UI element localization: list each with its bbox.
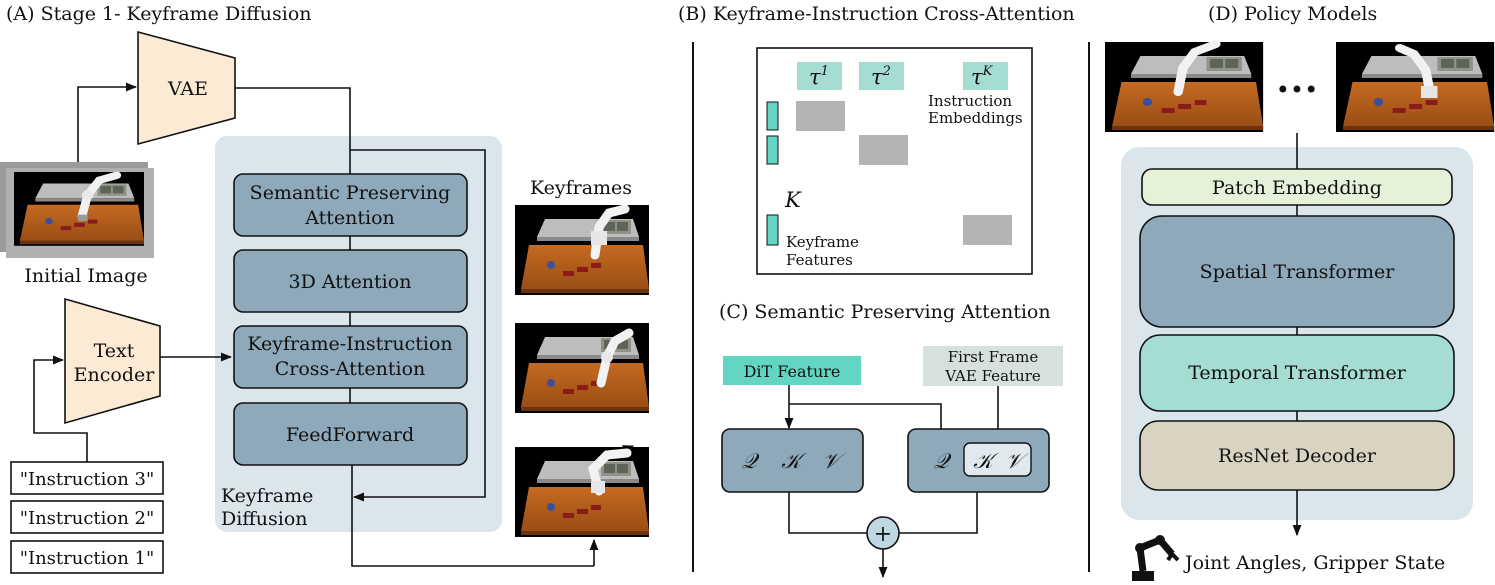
frames-ellipsis: •••: [1276, 76, 1318, 104]
first-frame-label-2: VAE Feature: [944, 367, 1041, 385]
instruction-1-box: [10, 540, 164, 574]
instruction-1-text: "Instruction 1": [20, 548, 155, 569]
dit-feature-label: DiT Feature: [744, 362, 841, 381]
tau-k: τK: [971, 64, 994, 89]
left-to-sum-line: [788, 492, 867, 534]
image-to-vae-arrow: [77, 82, 138, 162]
cross-label-1: Keyframe-Instruction: [247, 333, 452, 355]
k-label: K: [784, 188, 802, 212]
instruction-2-box: [10, 500, 164, 534]
diffusion-label-1: Keyframe: [221, 485, 313, 507]
keyframe-feature-1: [766, 101, 779, 131]
qkv-left-box: [721, 428, 864, 493]
text-encoder-label-2: Encoder: [74, 364, 156, 386]
instruction-embeddings-2: Embeddings: [928, 109, 1023, 127]
temporal-transformer-label: Temporal Transformer: [1188, 362, 1406, 384]
diffusion-label-2: Diffusion: [221, 508, 308, 530]
attention-cell-1: [796, 101, 845, 131]
kv-inner-box: [963, 442, 1032, 477]
tau-2: τ2: [871, 64, 891, 89]
right-to-sum-line: [899, 492, 978, 534]
tau-k-chip: [963, 62, 1008, 90]
spatial-transformer-label: Spatial Transformer: [1200, 261, 1396, 283]
first-frame-box: [923, 346, 1063, 386]
panel-b-title: (B) Keyframe-Instruction Cross-Attention: [678, 3, 1075, 25]
text-encoder-label-1: Text: [94, 340, 135, 362]
sum-symbol: +: [874, 522, 892, 547]
policy-output-label: Joint Angles, Gripper State: [1183, 552, 1445, 574]
q-right: 𝒬: [933, 449, 951, 473]
policy-frame-last: [1336, 42, 1495, 132]
vae-label: VAE: [167, 78, 208, 100]
instruction-embeddings-1: Instruction: [928, 92, 1012, 110]
diffusion-to-keyframes-line: [351, 465, 594, 567]
resnet-decoder-label: ResNet Decoder: [1218, 445, 1377, 467]
instruction-3-box: [10, 461, 164, 495]
dit-feature-box: [723, 356, 861, 385]
keyframe-features-2: Features: [786, 251, 853, 269]
text-encoder-block: [64, 297, 161, 425]
robot-arm-icon: [1132, 535, 1180, 581]
vae-to-diffusion-line: [235, 87, 486, 502]
tau-1-chip: [797, 62, 842, 90]
keyframe-feature-2: [766, 135, 779, 165]
keyframe-image-3: [515, 447, 649, 537]
attention-cell-2: [859, 135, 908, 165]
attention-3d-label: 3D Attention: [289, 271, 412, 293]
panel-a-title: (A) Stage 1- Keyframe Diffusion: [6, 3, 312, 25]
vae-block: [137, 30, 236, 146]
policy-frame-first: [1105, 40, 1264, 132]
tau-2-chip: [859, 62, 904, 90]
first-frame-label-1: First Frame: [948, 348, 1039, 366]
keyframe-feature-k: [766, 214, 779, 246]
cross-label-2: Cross-Attention: [275, 358, 426, 380]
initial-image: [0, 162, 154, 258]
semantic-label-1: Semantic Preserving: [250, 182, 451, 204]
instruction-2-text: "Instruction 2": [20, 508, 155, 529]
panel-c-title: (C) Semantic Preserving Attention: [719, 301, 1051, 323]
keyframe-image-1: [515, 204, 649, 295]
feedforward-block: [233, 402, 468, 466]
panel-d-title: (D) Policy Models: [1208, 3, 1377, 25]
instruction-3-text: "Instruction 3": [20, 469, 155, 490]
instruction-to-encoder-arrow: [33, 355, 88, 462]
keyframe-features-1: Keyframe: [786, 233, 859, 251]
keyframe-image-2: [515, 323, 649, 413]
patch-embedding-label: Patch Embedding: [1212, 177, 1382, 199]
semantic-label-2: Attention: [304, 207, 395, 229]
tau-1: τ1: [809, 64, 829, 89]
initial-image-label: Initial Image: [24, 265, 147, 287]
keyframes-label: Keyframes: [530, 177, 632, 199]
q-left: 𝒬: [741, 449, 759, 473]
feedforward-label: FeedForward: [286, 424, 414, 446]
attention-cell-k: [963, 215, 1012, 245]
